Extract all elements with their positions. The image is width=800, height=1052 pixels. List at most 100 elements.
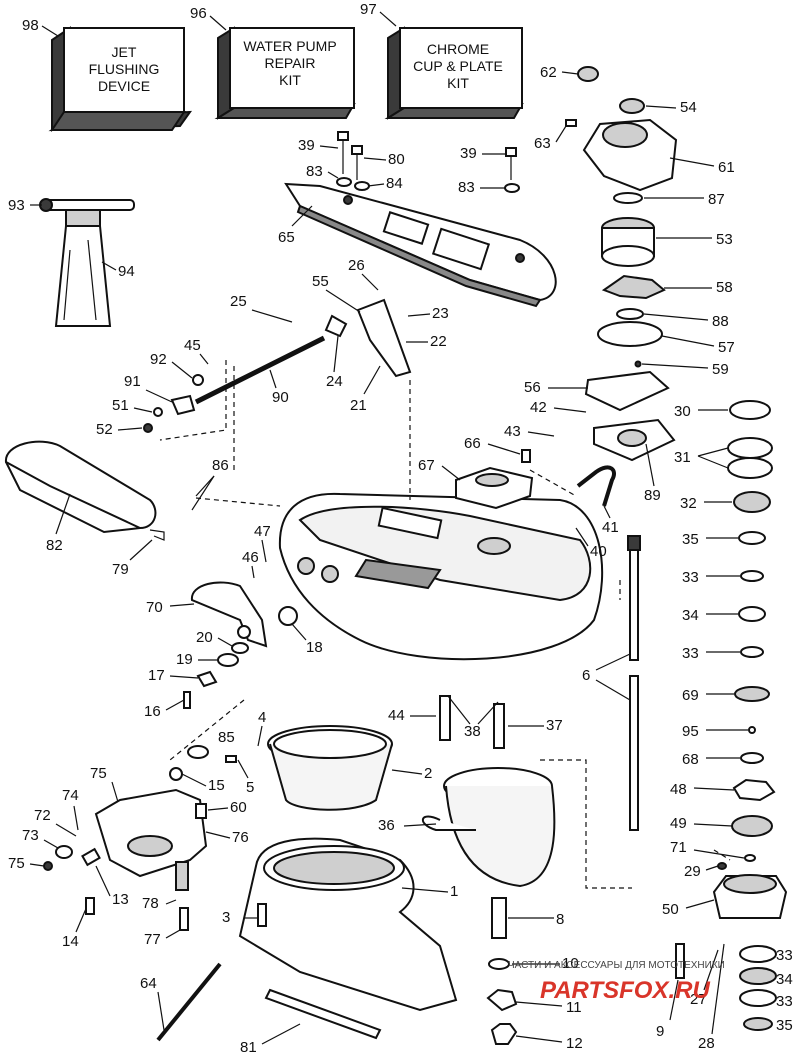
callout-number: 30 (674, 403, 691, 420)
kit-label-line: DEVICE (98, 78, 150, 94)
callout-number: 14 (62, 933, 79, 950)
callout-number: 31 (674, 449, 691, 466)
callout-number: 79 (112, 561, 129, 578)
bolt-part (336, 131, 520, 193)
callout-number: 70 (146, 599, 163, 616)
callout-number: 24 (326, 373, 343, 390)
callout-number: 66 (464, 435, 481, 452)
callout-number: 49 (670, 815, 687, 832)
callout-number: 41 (602, 519, 619, 536)
callout-number: 90 (272, 389, 289, 406)
callout-number: 98 (22, 17, 39, 34)
callout-number: 10 (562, 955, 579, 972)
callout-number: 80 (388, 151, 405, 168)
callout-number: 4 (258, 709, 266, 726)
callout-number: 43 (504, 423, 521, 440)
callout-number: 42 (530, 399, 547, 416)
kit-label-line: CUP & PLATE (413, 58, 503, 74)
kit-box-water-pump-repair: WATER PUMP REPAIR KIT (214, 26, 356, 120)
callout-number: 34 (776, 971, 793, 988)
callout-number: 16 (144, 703, 161, 720)
pin-part (156, 897, 685, 1045)
callout-number: 69 (682, 687, 699, 704)
kit-label-line: JET (112, 44, 137, 60)
callout-number: 15 (208, 777, 225, 794)
callout-number: 6 (582, 667, 590, 684)
callout-number: 44 (388, 707, 405, 724)
callout-number: 73 (22, 827, 39, 844)
callout-number: 87 (708, 191, 725, 208)
callout-number: 84 (386, 175, 403, 192)
callout-number: 22 (430, 333, 447, 350)
callout-number: 40 (590, 543, 607, 560)
callout-number: 37 (546, 717, 563, 734)
callout-number: 83 (458, 179, 475, 196)
kit-label-line: REPAIR (264, 55, 315, 71)
watermark-text: ЧАСТИ И АКСЕССУАРЫ ДЛЯ МОТОТЕХНИКИ (508, 960, 725, 971)
callout-number: 55 (312, 273, 329, 290)
callout-number: 75 (8, 855, 25, 872)
kit-label-line: KIT (279, 72, 301, 88)
callout-number: 53 (716, 231, 733, 248)
callout-number: 96 (190, 5, 207, 22)
shift-linkage-part (143, 298, 412, 433)
callout-number: 78 (142, 895, 159, 912)
callout-number: 88 (712, 313, 729, 330)
callout-number: 50 (662, 901, 679, 918)
callout-number: 23 (432, 305, 449, 322)
callout-number: 67 (418, 457, 435, 474)
kit-label-line: CHROME (427, 41, 489, 57)
callout-number: 91 (124, 373, 141, 390)
reverse-gate-part (5, 440, 165, 541)
callout-number: 72 (34, 807, 51, 824)
callout-number: 12 (566, 1035, 583, 1052)
pump-housing-part (565, 66, 678, 368)
callout-number: 35 (682, 531, 699, 548)
callout-number: 39 (298, 137, 315, 154)
callout-number: 33 (776, 993, 793, 1010)
kit-label-line: FLUSHING (89, 61, 160, 77)
callout-number: 9 (656, 1023, 664, 1040)
callout-number: 54 (680, 99, 697, 116)
callout-number: 74 (62, 787, 79, 804)
callout-number: 18 (306, 639, 323, 656)
callout-number: 48 (670, 781, 687, 798)
callout-number: 29 (684, 863, 701, 880)
seal-ring-part (712, 400, 788, 1031)
callout-number: 57 (718, 339, 735, 356)
callout-number: 85 (218, 729, 235, 746)
callout-number: 75 (90, 765, 107, 782)
callout-number: 27 (690, 991, 707, 1008)
callout-number: 58 (716, 279, 733, 296)
nozzle-part (267, 725, 393, 811)
watermark: ЧАСТИ И АКСЕССУАРЫ ДЛЯ МОТОТЕХНИКИ PARTS… (508, 960, 725, 1004)
intake-housing-part (238, 837, 458, 1012)
callout-number: 13 (112, 891, 129, 908)
callout-number: 63 (534, 135, 551, 152)
kit-label-line: KIT (447, 75, 469, 91)
steering-arm-part (94, 767, 208, 891)
callout-number: 39 (460, 145, 477, 162)
callout-number: 46 (242, 549, 259, 566)
impeller-part (422, 767, 556, 888)
callout-number: 62 (540, 64, 557, 81)
callout-number: 32 (680, 495, 697, 512)
callout-number: 51 (112, 397, 129, 414)
callout-number: 34 (682, 607, 699, 624)
callout-number: 26 (348, 257, 365, 274)
kit-label-line: WATER PUMP (243, 38, 336, 54)
callout-number: 35 (776, 1017, 793, 1034)
watermark-logo: PARTSFOX.RU (540, 977, 710, 1004)
callout-labels: 93 94 39 80 83 84 65 39 83 62 54 63 61 8… (8, 64, 793, 1052)
bracket-part (183, 581, 298, 709)
callout-number: 86 (212, 457, 229, 474)
callout-number: 5 (246, 779, 254, 796)
callout-number: 1 (450, 883, 458, 900)
callout-number: 11 (566, 999, 582, 1016)
callout-number: 59 (712, 361, 729, 378)
callout-number: 83 (306, 163, 323, 180)
callout-number: 82 (46, 537, 63, 554)
callout-number: 61 (718, 159, 735, 176)
callout-number: 64 (140, 975, 157, 992)
